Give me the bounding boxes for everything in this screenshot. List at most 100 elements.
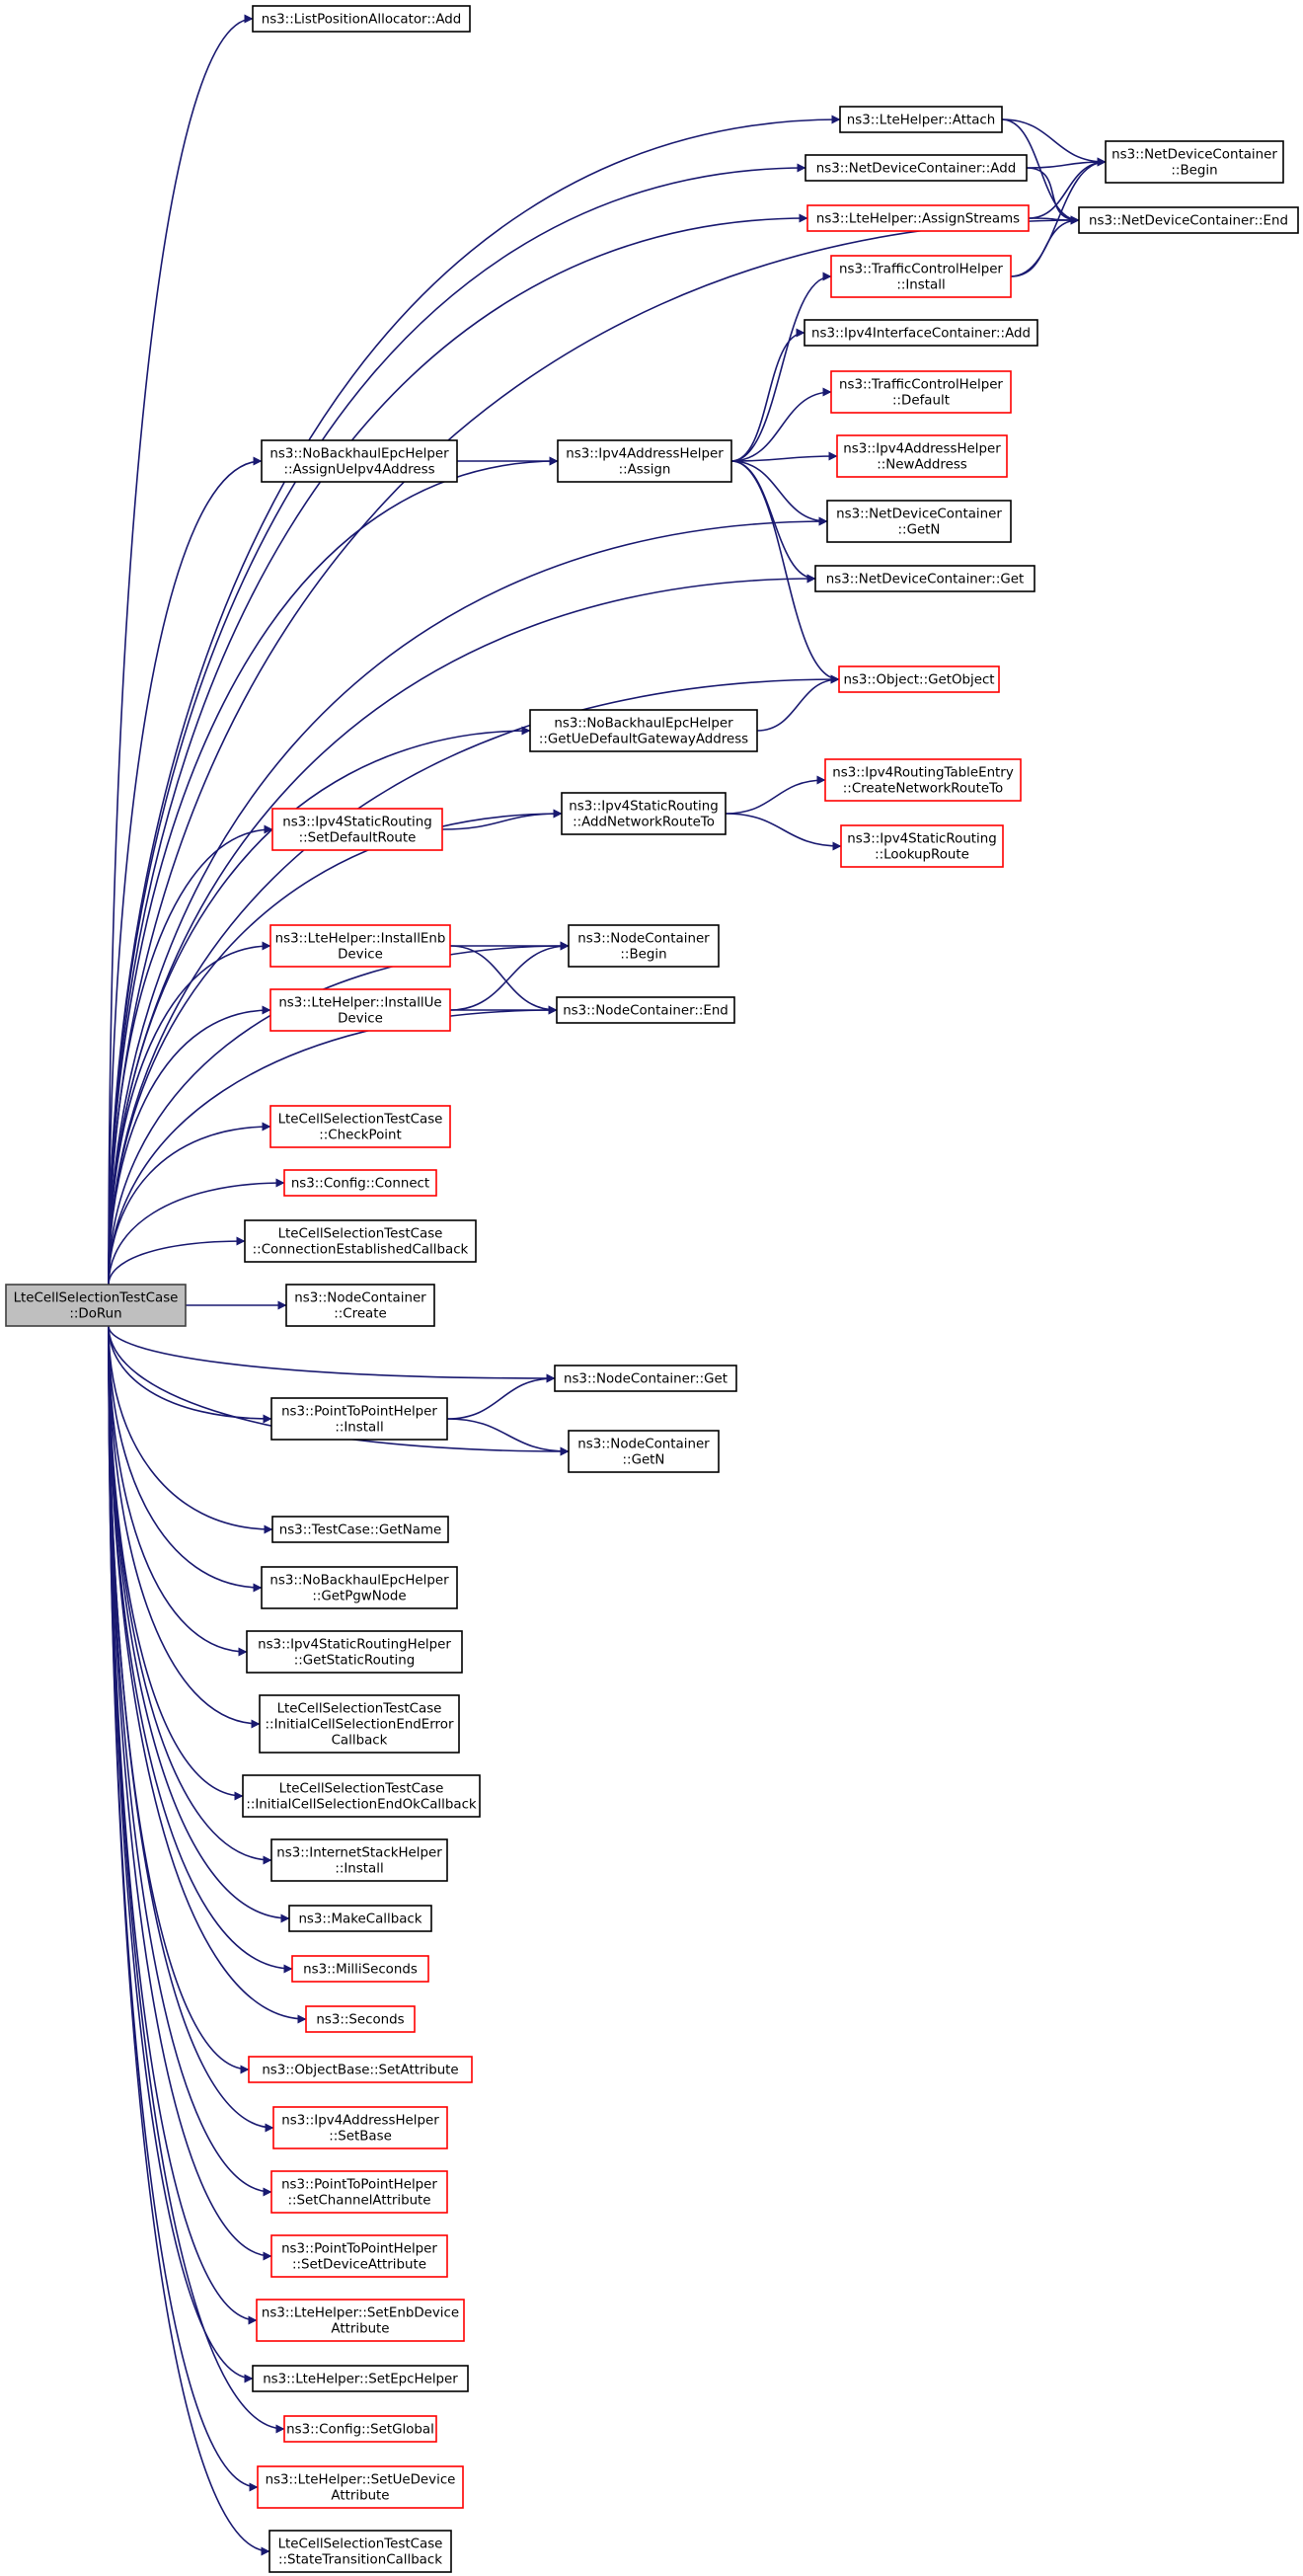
node-n_iah_newaddr[interactable]: ns3::Ipv4AddressHelper::NewAddress: [836, 434, 1008, 478]
node-box: [806, 204, 1030, 232]
edge-n_lte_instue-to-n_nc_begin: [449, 941, 570, 1011]
node-box: [261, 439, 458, 483]
edge-root-to-n_p2p_setchan: [108, 1325, 272, 2197]
node-n_init_err[interactable]: LteCellSelectionTestCase::InitialCellSel…: [259, 1694, 460, 1754]
node-n_isr_setdefault[interactable]: ns3::Ipv4StaticRouting::SetDefaultRoute: [271, 808, 443, 851]
node-label-line: ::GetPgwNode: [312, 1589, 406, 1603]
node-n_ndc_end[interactable]: ns3::NetDeviceContainer::End: [1078, 206, 1299, 234]
node-label-line: ::AddNetworkRouteTo: [573, 815, 715, 829]
node-label-line: ::SetChannelAttribute: [287, 2193, 430, 2208]
node-label-line: ns3::LteHelper::AssignStreams: [816, 211, 1020, 226]
node-n_iah_setbase[interactable]: ns3::Ipv4AddressHelper::SetBase: [272, 2106, 448, 2149]
node-n_nc_end[interactable]: ns3::NodeContainer::End: [556, 996, 735, 1024]
node-n_lpa_add[interactable]: ns3::ListPositionAllocator::Add: [252, 5, 471, 33]
edge-root-to-n_lte_instue: [108, 1005, 271, 1286]
edge-root-to-n_nbeh_pgw: [108, 1325, 263, 1593]
edge-n_iah_assign-to-n_tch_default: [730, 387, 832, 462]
node-n_lte_attach[interactable]: ns3::LteHelper::Attach: [839, 106, 1003, 133]
node-n_tch_install[interactable]: ns3::TrafficControlHelper::Install: [830, 255, 1012, 298]
node-label-line: ns3::LteHelper::Attach: [847, 113, 996, 127]
edge-n_lte_assign-to-n_ndc_end: [1028, 215, 1080, 225]
node-n_ndc_get[interactable]: ns3::NetDeviceContainer::Get: [814, 565, 1035, 592]
edge-n_p2p_install-to-n_nc_getn: [446, 1418, 570, 1456]
node-n_ish_install[interactable]: ns3::InternetStackHelper::Install: [270, 1838, 448, 1882]
node-n_checkpoint[interactable]: LteCellSelectionTestCase::CheckPoint: [269, 1105, 451, 1148]
node-n_iic_add[interactable]: ns3::Ipv4InterfaceContainer::Add: [804, 319, 1038, 347]
node-n_ndc_getn[interactable]: ns3::NetDeviceContainer::GetN: [826, 500, 1012, 543]
node-n_lte_setepc[interactable]: ns3::LteHelper::SetEpcHelper: [252, 2365, 469, 2392]
node-box: [561, 792, 727, 835]
node-n_connest[interactable]: LteCellSelectionTestCase::ConnectionEsta…: [244, 1219, 477, 1263]
node-label-line: LteCellSelectionTestCase: [14, 1290, 179, 1305]
node-label-line: Device: [338, 947, 383, 962]
node-n_nbeh_gw[interactable]: ns3::NoBackhaulEpcHelper::GetUeDefaultGa…: [529, 709, 758, 752]
node-n_statetrans[interactable]: LteCellSelectionTestCase::StateTransitio…: [268, 2530, 452, 2573]
node-n_makecallback[interactable]: ns3::MakeCallback: [288, 1905, 432, 1932]
edge-n_iah_assign-to-n_iah_newaddr: [730, 451, 838, 462]
node-n_cfg_setglobal[interactable]: ns3::Config::SetGlobal: [283, 2415, 437, 2443]
node-n_nbeh_assign[interactable]: ns3::NoBackhaulEpcHelper::AssignUeIpv4Ad…: [261, 439, 458, 483]
node-n_tc_getname[interactable]: ns3::TestCase::GetName: [271, 1516, 449, 1543]
node-n_cfg_connect[interactable]: ns3::Config::Connect: [283, 1169, 437, 1197]
node-label-line: ::Default: [892, 393, 950, 408]
node-label-line: ::Install: [335, 1420, 383, 1435]
node-n_ob_setattr[interactable]: ns3::ObjectBase::SetAttribute: [248, 2056, 473, 2083]
edge-root-to-n_obj_getobject: [108, 674, 840, 1286]
edge-n_p2p_install-to-n_nc_get: [446, 1373, 556, 1420]
node-n_milliseconds[interactable]: ns3::MilliSeconds: [291, 1955, 429, 1983]
node-n_p2p_install[interactable]: ns3::PointToPointHelper::Install: [270, 1397, 448, 1441]
node-label-line: ns3::NoBackhaulEpcHelper: [269, 1573, 449, 1588]
node-label-line: ::SetDefaultRoute: [299, 830, 417, 845]
node-label-line: ns3::Ipv4RoutingTableEntry: [832, 765, 1014, 780]
edge-root-to-n_init_err: [108, 1325, 261, 1729]
edge-root-to-n_nc_get: [108, 1325, 556, 1383]
edge-root-to-n_ndc_add: [108, 163, 806, 1286]
node-n_tch_default[interactable]: ns3::TrafficControlHelper::Default: [830, 370, 1012, 414]
node-n_nc_create[interactable]: ns3::NodeContainer::Create: [285, 1284, 435, 1327]
edge-root-to-n_connest: [108, 1236, 246, 1286]
node-label-line: ::InitialCellSelectionEndError: [266, 1717, 454, 1732]
edge-root-to-n_lte_instenb: [108, 941, 271, 1286]
node-n_nc_get[interactable]: ns3::NodeContainer::Get: [554, 1365, 737, 1392]
node-box: [554, 1365, 737, 1392]
node-label-line: ns3::TrafficControlHelper: [839, 262, 1003, 276]
node-box: [283, 1169, 437, 1197]
node-n_nbeh_pgw[interactable]: ns3::NoBackhaulEpcHelper::GetPgwNode: [261, 1566, 458, 1609]
node-n_nc_begin[interactable]: ns3::NodeContainer::Begin: [568, 924, 720, 968]
edges-layer: [108, 14, 1107, 2556]
node-n_p2p_setdev[interactable]: ns3::PointToPointHelper::SetDeviceAttrib…: [270, 2234, 448, 2278]
edge-root-to-n_seconds: [108, 1325, 307, 2024]
node-n_isrh_getstatic[interactable]: ns3::Ipv4StaticRoutingHelper::GetStaticR…: [246, 1630, 463, 1674]
node-box: [252, 5, 471, 33]
node-n_lte_assign[interactable]: ns3::LteHelper::AssignStreams: [806, 204, 1030, 232]
node-n_isr_addnet[interactable]: ns3::Ipv4StaticRouting::AddNetworkRouteT…: [561, 792, 727, 835]
node-label-line: ns3::Ipv4AddressHelper: [281, 2113, 439, 2128]
node-label-line: ns3::NetDeviceContainer::Add: [816, 161, 1016, 176]
node-n_p2p_setchan[interactable]: ns3::PointToPointHelper::SetChannelAttri…: [270, 2170, 448, 2214]
node-n_ndc_add[interactable]: ns3::NetDeviceContainer::Add: [805, 154, 1028, 182]
node-label-line: ::SetDeviceAttribute: [292, 2257, 426, 2272]
node-n_nc_getn[interactable]: ns3::NodeContainer::GetN: [568, 1430, 720, 1473]
node-n_isr_lookup[interactable]: ns3::Ipv4StaticRouting::LookupRoute: [840, 824, 1004, 868]
node-n_init_ok[interactable]: LteCellSelectionTestCase::InitialCellSel…: [242, 1774, 481, 1818]
node-n_ndc_begin[interactable]: ns3::NetDeviceContainer::Begin: [1105, 140, 1284, 184]
edge-n_iah_assign-to-n_ndc_getn: [730, 460, 828, 526]
node-n_iah_assign[interactable]: ns3::Ipv4AddressHelper::Assign: [557, 439, 732, 483]
node-box: [291, 1955, 429, 1983]
node-n_seconds[interactable]: ns3::Seconds: [305, 2005, 416, 2033]
node-label-line: ::DoRun: [69, 1306, 121, 1321]
node-box: [244, 1219, 477, 1263]
node-n_obj_getobject[interactable]: ns3::Object::GetObject: [838, 665, 1000, 693]
root-node[interactable]: LteCellSelectionTestCase::DoRun: [5, 1284, 187, 1327]
node-label-line: ns3::NodeContainer::End: [563, 1003, 728, 1018]
edge-n_lte_attach-to-n_ndc_begin: [1001, 118, 1107, 167]
node-box: [305, 2005, 416, 2033]
node-n_irte_create[interactable]: ns3::Ipv4RoutingTableEntry::CreateNetwor…: [824, 758, 1022, 802]
edge-root-to-n_isr_setdefault: [108, 824, 273, 1286]
node-label-line: ns3::NetDeviceContainer::End: [1089, 213, 1288, 228]
node-box: [814, 565, 1035, 592]
